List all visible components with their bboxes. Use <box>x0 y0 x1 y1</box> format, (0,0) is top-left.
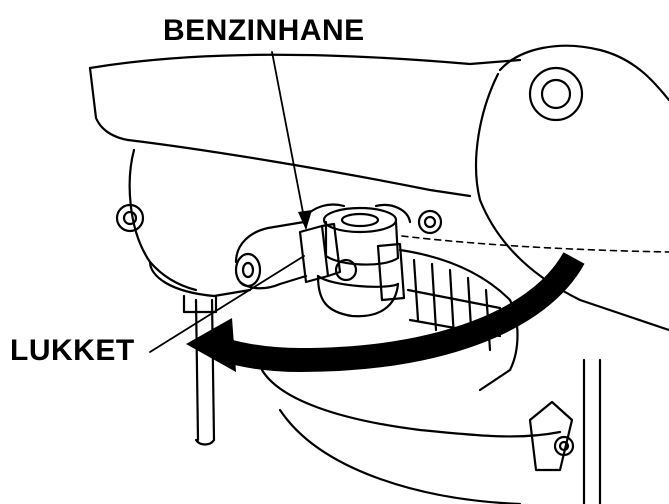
valve-lever-side <box>320 222 342 278</box>
bolt-right-outer <box>417 209 443 235</box>
valve-knob <box>334 258 358 282</box>
valve-right-bracket <box>376 242 406 302</box>
engine-cover-outline <box>88 53 522 70</box>
fuel-valve-label: BENZINHANE <box>163 14 365 47</box>
governor-bolt-inner <box>558 440 570 452</box>
bolt-right-inner <box>423 215 437 229</box>
carburetor-bolt-inner <box>122 210 138 226</box>
air-cleaner-rib-2 <box>430 262 438 332</box>
air-cleaner-rib-1 <box>412 258 420 322</box>
valve-top-inner <box>340 212 380 228</box>
dashed-reference-line <box>401 235 669 253</box>
engine-cover-lower-edge <box>126 138 472 198</box>
rod-bracket <box>182 294 218 314</box>
crankcase-lower <box>278 408 522 504</box>
starter-housing-side <box>474 72 669 332</box>
fuel-hose-end <box>234 252 262 288</box>
governor-bolt-outer <box>553 435 575 457</box>
air-cleaner-cross-1 <box>406 288 502 310</box>
leader-line-off <box>149 255 305 353</box>
curved-arrow-left-icon <box>186 251 585 373</box>
starter-housing <box>498 44 669 102</box>
governor-rod <box>582 358 602 504</box>
carburetor-lower <box>148 260 252 298</box>
sediment-cup-rim <box>316 274 400 288</box>
fuel-hose-end-inner <box>241 261 255 279</box>
leader-line-fuel-valve <box>271 51 307 229</box>
carburetor-bolt-outer <box>115 203 145 233</box>
crankcase <box>260 368 562 438</box>
governor-arm <box>528 400 574 472</box>
engine-cover-side <box>88 66 130 142</box>
leader-arrowhead-fuel-valve <box>298 210 312 230</box>
starter-boss-outer <box>528 66 584 122</box>
air-cleaner-outline <box>398 248 519 392</box>
valve-top-outer <box>322 206 398 234</box>
valve-lever <box>298 224 330 284</box>
off-position-label: LUKKET <box>10 334 135 367</box>
sediment-cup <box>316 274 400 318</box>
carburetor-body <box>128 148 198 292</box>
starter-boss-inner <box>540 78 572 110</box>
